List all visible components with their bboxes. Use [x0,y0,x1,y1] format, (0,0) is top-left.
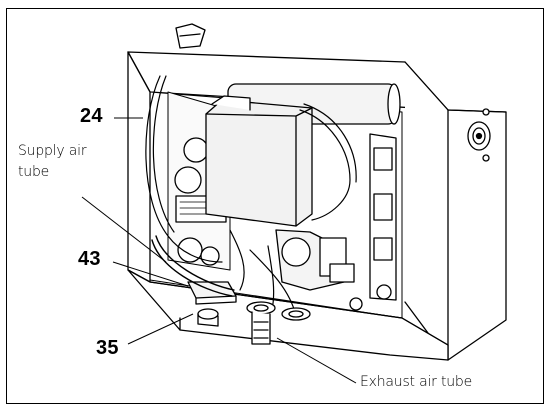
tube-outlets [197,301,311,345]
supply-air-tube [151,235,235,297]
callout-35: 35 [96,337,119,359]
pump-unit [275,229,355,291]
side-connector [467,108,491,162]
exhaust-air-label: Exhaust air tube [360,374,473,390]
leader-lines [81,117,357,384]
transformer-box [205,95,313,227]
supply-air-label-line2: tube [18,164,50,180]
callout-24: 24 [80,105,103,127]
terminal-strip [349,133,397,311]
callout-43: 43 [78,248,101,270]
supply-air-label-line1: Supply air [18,143,87,159]
